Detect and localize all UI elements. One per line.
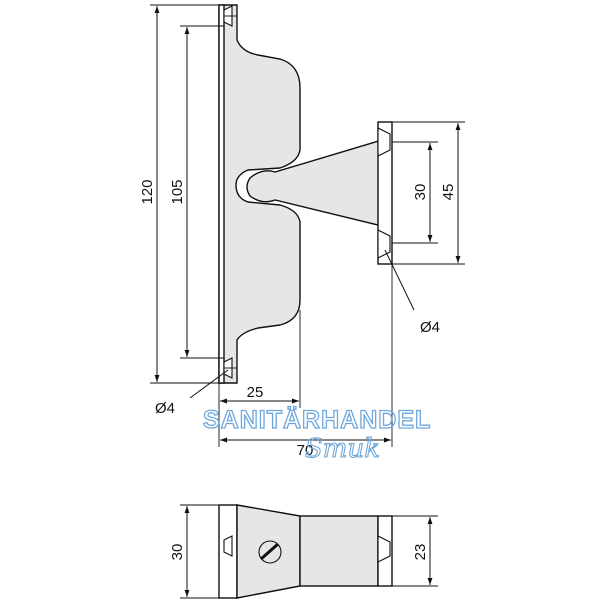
base-plate-body — [218, 4, 301, 384]
right-hole-bottom — [377, 229, 391, 259]
dim-hole-spacing: 30 — [412, 184, 429, 201]
dim-total-depth: 70 — [297, 442, 314, 459]
front-view — [218, 4, 393, 384]
dim-hole-diameter-right: Ø4 — [420, 319, 440, 336]
keeper-plate — [377, 121, 393, 265]
side-hole-right — [377, 535, 391, 563]
dim-side-keeper-height: 23 — [412, 544, 429, 561]
dim-keeper-height: 45 — [440, 184, 457, 201]
watermark-line1: SANITÄRHANDEL — [203, 406, 431, 434]
base-flange — [218, 4, 225, 384]
dim-hole-diameter-left: Ø4 — [155, 400, 175, 417]
watermark-line2: Smuk — [305, 434, 380, 464]
dim-plate-depth: 25 — [247, 384, 264, 401]
dim-inner-height: 105 — [169, 179, 186, 204]
dim-total-height: 120 — [139, 179, 156, 204]
side-hole-left — [223, 535, 233, 557]
keeper-arm — [246, 139, 383, 227]
dim-side-height: 30 — [169, 544, 186, 561]
dimension-lines — [150, 4, 465, 447]
side-arm — [299, 515, 379, 587]
watermark-logo: SANITÄRHANDEL Smuk — [202, 405, 431, 464]
side-view — [180, 504, 438, 599]
screw-icon — [258, 540, 282, 564]
right-hole-top — [377, 127, 391, 157]
